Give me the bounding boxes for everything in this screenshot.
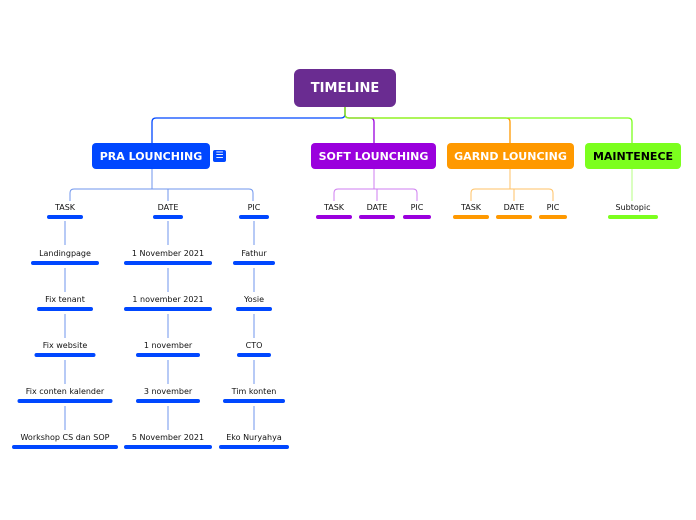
connector-soft-columns xyxy=(333,169,418,201)
connector-root-pra xyxy=(151,107,346,143)
central-topic-timeline[interactable]: TIMELINE xyxy=(294,69,396,107)
connector-root-grand xyxy=(344,107,511,143)
pra-pic-item[interactable]: Fathur xyxy=(233,249,275,265)
connector-root-soft xyxy=(344,107,375,143)
pra-date-item[interactable]: 3 november xyxy=(136,387,200,403)
pra-pic-header[interactable]: PIC xyxy=(239,203,269,219)
pra-task-item[interactable]: Landingpage xyxy=(31,249,99,265)
pra-date-item[interactable]: 1 november 2021 xyxy=(124,295,212,311)
connector-root-maint xyxy=(344,107,633,143)
grand-task-header[interactable]: TASK xyxy=(453,203,489,219)
maint-subtopic[interactable]: Subtopic xyxy=(608,203,658,219)
pra-date-header[interactable]: DATE xyxy=(153,203,183,219)
pra-date-item[interactable]: 1 November 2021 xyxy=(124,249,212,265)
grand-date-header[interactable]: DATE xyxy=(496,203,532,219)
pra-pic-item[interactable]: Yosie xyxy=(236,295,272,311)
pra-pic-item[interactable]: Eko Nuryahya xyxy=(219,433,289,449)
pra-date-item[interactable]: 1 november xyxy=(136,341,200,357)
soft-pic-header[interactable]: PIC xyxy=(403,203,431,219)
pra-task-header[interactable]: TASK xyxy=(47,203,83,219)
grand-pic-header[interactable]: PIC xyxy=(539,203,567,219)
branch-pra-lounching[interactable]: PRA LOUNCHING xyxy=(92,143,210,169)
soft-date-header[interactable]: DATE xyxy=(359,203,395,219)
connector-pra-columns xyxy=(69,169,254,201)
branch-soft-lounching[interactable]: SOFT LOUNCHING xyxy=(311,143,436,169)
pra-task-item[interactable]: Fix tenant xyxy=(37,295,93,311)
pra-task-item[interactable]: Fix conten kalender xyxy=(17,387,113,403)
branch-maintenece[interactable]: MAINTENECE xyxy=(585,143,681,169)
soft-task-header[interactable]: TASK xyxy=(316,203,352,219)
notes-icon[interactable]: ☰ xyxy=(213,150,226,162)
pra-task-item[interactable]: Workshop CS dan SOP xyxy=(12,433,118,449)
pra-pic-item[interactable]: CTO xyxy=(237,341,271,357)
connector-grand-columns xyxy=(470,169,554,201)
pra-pic-item[interactable]: Tim konten xyxy=(223,387,285,403)
pra-task-item[interactable]: Fix website xyxy=(34,341,96,357)
branch-garnd-lounching[interactable]: GARND LOUNCING xyxy=(447,143,574,169)
pra-date-item[interactable]: 5 November 2021 xyxy=(124,433,212,449)
